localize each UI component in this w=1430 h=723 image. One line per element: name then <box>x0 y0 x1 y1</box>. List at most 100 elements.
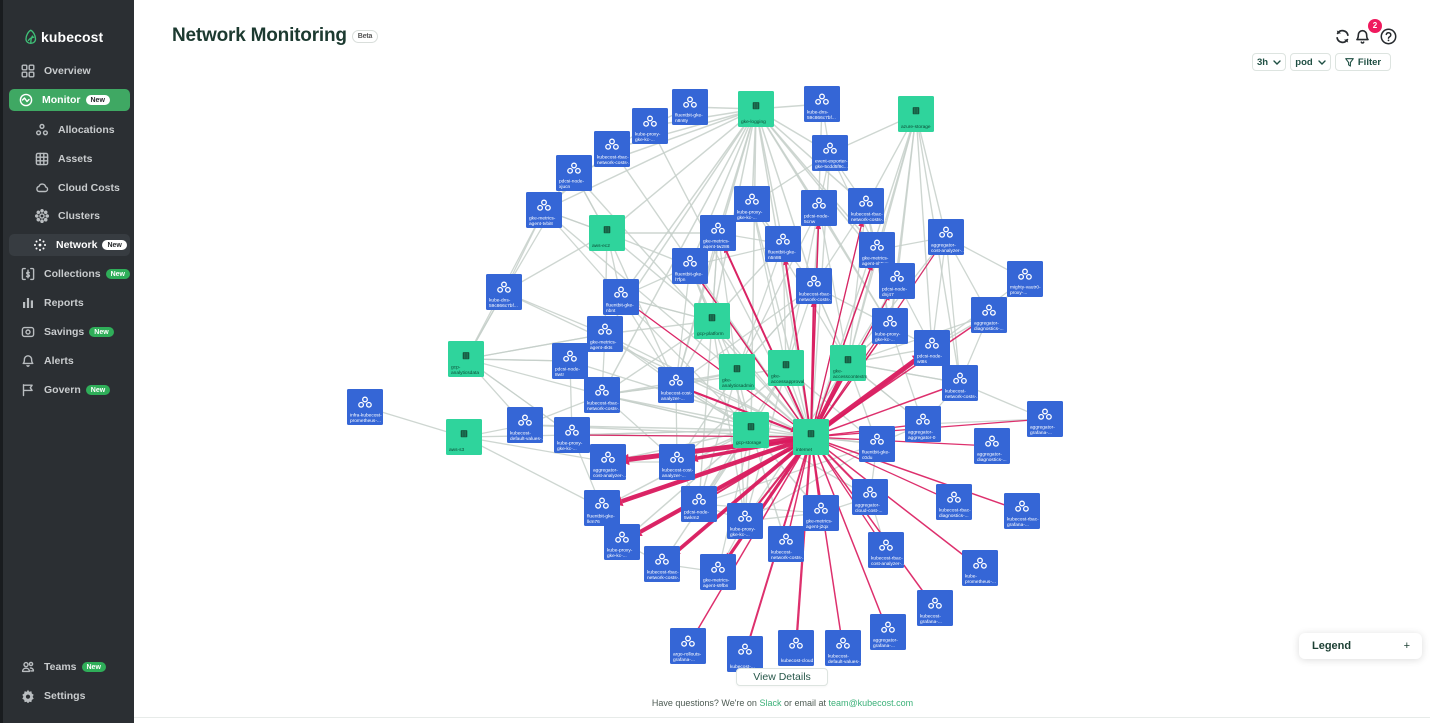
svg-text:gcp-: gcp- <box>451 366 461 371</box>
svg-text:accessapproval: accessapproval <box>771 379 804 385</box>
svg-text:aggregator-0: aggregator-0 <box>908 435 936 441</box>
svg-text:aggregator-: aggregator- <box>593 468 618 474</box>
svg-text:network-costs-...: network-costs-... <box>597 160 632 166</box>
svg-text:pdcsi-node-: pdcsi-node- <box>882 287 907 293</box>
svg-text:network-costs-...: network-costs-... <box>799 297 834 303</box>
svg-text:grafana-...: grafana-... <box>673 657 695 663</box>
svg-text:kubecost-rbac-: kubecost-rbac- <box>1007 517 1039 523</box>
svg-text:network-costs-...: network-costs-... <box>647 575 682 581</box>
svg-text:event-exporter-: event-exporter- <box>815 159 848 165</box>
svg-text:aws-ec2: aws-ec2 <box>592 243 610 249</box>
svg-text:agent-j2qx: agent-j2qx <box>806 524 829 530</box>
svg-text:azure-storage: azure-storage <box>901 124 931 130</box>
svg-text:default-values-...: default-values-... <box>510 436 545 442</box>
svg-text:gcp-platform: gcp-platform <box>697 331 724 337</box>
svg-text:kube-dns-: kube-dns- <box>807 110 829 116</box>
svg-text:internet: internet <box>796 447 813 453</box>
svg-text:59c866c7bf...: 59c866c7bf... <box>489 303 518 309</box>
svg-text:n8n8y: n8n8y <box>675 118 689 124</box>
svg-text:network-costs-...: network-costs-... <box>587 406 622 412</box>
svg-text:aggregator-: aggregator- <box>873 638 898 644</box>
svg-text:n5n86: n5n86 <box>768 255 782 261</box>
svg-text:fluentbit-gke-: fluentbit-gke- <box>768 250 796 256</box>
svg-text:analyticsadmin: analyticsadmin <box>722 383 754 389</box>
svg-text:gke-: gke- <box>833 369 843 375</box>
svg-text:kube-proxy-: kube-proxy- <box>730 527 756 533</box>
svg-text:kube-proxy-: kube-proxy- <box>557 441 583 447</box>
svg-text:gke-metrics-: gke-metrics- <box>862 256 889 262</box>
svg-text:agent-4kts: agent-4kts <box>590 345 613 351</box>
svg-text:gke-kc-...: gke-kc-... <box>730 532 750 538</box>
svg-text:kubecost-rbac-: kubecost-rbac- <box>647 570 679 576</box>
svg-text:wt8s: wt8s <box>917 359 927 365</box>
svg-text:argo-rollouts-: argo-rollouts- <box>673 652 702 658</box>
svg-text:dnj47: dnj47 <box>882 292 894 298</box>
svg-text:kubecost-rbac-: kubecost-rbac- <box>939 508 971 514</box>
svg-text:aggregator-: aggregator- <box>908 430 933 436</box>
svg-text:grafana-...: grafana-... <box>873 643 895 649</box>
svg-text:cloud-cost-...: cloud-cost-... <box>855 508 882 514</box>
svg-text:aggregator-: aggregator- <box>1030 425 1055 431</box>
svg-text:fluentbit-gke-: fluentbit-gke- <box>606 303 634 309</box>
svg-text:gke-metrics-: gke-metrics- <box>590 340 617 346</box>
svg-text:diagnostics-...: diagnostics-... <box>974 326 1004 332</box>
svg-text:kubecost-rbac-: kubecost-rbac- <box>799 292 831 298</box>
svg-text:grafana-...: grafana-... <box>1007 522 1029 528</box>
svg-text:diagnostics-...: diagnostics-... <box>977 457 1007 463</box>
svg-text:5wkm2: 5wkm2 <box>684 515 700 521</box>
svg-text:infra-kubecost-: infra-kubecost- <box>350 413 382 419</box>
svg-text:kubecost-: kubecost- <box>920 614 941 620</box>
svg-text:diagnostics-...: diagnostics-... <box>939 513 969 519</box>
svg-text:gke-kc-...: gke-kc-... <box>875 337 895 343</box>
svg-text:gke-metrics-: gke-metrics- <box>806 519 833 525</box>
svg-text:nbnt: nbnt <box>606 308 616 314</box>
svg-text:proxy-...: proxy-... <box>1010 290 1027 296</box>
svg-text:pdcsi-node-: pdcsi-node- <box>684 510 709 516</box>
svg-text:kubecost-rbac-: kubecost-rbac- <box>597 155 629 161</box>
svg-text:5cnw: 5cnw <box>804 219 816 225</box>
svg-text:aggregator-: aggregator- <box>855 503 880 509</box>
svg-text:pdcsi-node-: pdcsi-node- <box>804 214 829 220</box>
svg-text:fluentbit-gke-: fluentbit-gke- <box>587 514 615 520</box>
svg-text:grafana-...: grafana-... <box>1030 430 1052 436</box>
svg-text:pdcsi-node-: pdcsi-node- <box>555 367 580 373</box>
svg-text:network-costs-...: network-costs-... <box>771 555 806 561</box>
svg-text:8wtr: 8wtr <box>555 372 564 378</box>
svg-text:agent-s9fbn: agent-s9fbn <box>703 583 729 589</box>
svg-text:mighty-vautr0-: mighty-vautr0- <box>1010 285 1041 291</box>
svg-text:gke-metrics-: gke-metrics- <box>703 239 730 245</box>
svg-text:kube-dns-: kube-dns- <box>489 298 511 304</box>
svg-text:agent-nb5vx: agent-nb5vx <box>862 261 889 267</box>
svg-text:fluentbit-gke-: fluentbit-gke- <box>862 450 890 456</box>
svg-text:accesscontextm: accesscontextm <box>833 374 867 380</box>
svg-text:kube-proxy-: kube-proxy- <box>607 548 633 554</box>
svg-text:59c866c7bf...: 59c866c7bf... <box>807 115 836 121</box>
svg-text:gke-logging: gke-logging <box>741 119 766 125</box>
svg-text:gke-: gke- <box>771 374 781 380</box>
svg-text:kubecost-: kubecost- <box>945 389 966 395</box>
svg-text:kubecost-...: kubecost-... <box>730 664 755 670</box>
svg-text:network-costs-...: network-costs-... <box>945 394 980 400</box>
svg-text:network-costs-...: network-costs-... <box>851 217 886 223</box>
svg-text:pdcsi-node-: pdcsi-node- <box>559 179 584 185</box>
svg-text:kube-: kube- <box>965 574 977 580</box>
svg-text:gke-kc-...: gke-kc-... <box>607 553 627 559</box>
svg-text:l7fpn: l7fpn <box>675 277 686 283</box>
svg-text:aws-s3: aws-s3 <box>449 447 465 453</box>
svg-text:kubecost-rbac-: kubecost-rbac- <box>587 401 619 407</box>
svg-text:analyzer-...: analyzer-... <box>661 396 685 402</box>
svg-text:gke-metrics-: gke-metrics- <box>703 578 730 584</box>
svg-text:kubecost-: kubecost- <box>771 550 792 556</box>
svg-text:gke-kc-...: gke-kc-... <box>635 137 655 143</box>
svg-text:xjucn: xjucn <box>559 184 571 190</box>
svg-text:fluentbit-gke-: fluentbit-gke- <box>675 113 703 119</box>
svg-text:pdcsi-node-: pdcsi-node- <box>917 354 942 360</box>
svg-text:default-values-...: default-values-... <box>828 659 863 665</box>
svg-text:gke-metrics-: gke-metrics- <box>529 216 556 222</box>
svg-text:agent-tw286: agent-tw286 <box>703 244 730 250</box>
svg-text:kubecost-cost-: kubecost-cost- <box>662 468 694 474</box>
svg-text:cost-analyzer-...: cost-analyzer-... <box>931 248 965 254</box>
svg-text:gke-: gke- <box>722 378 732 384</box>
svg-text:prometheus-...: prometheus-... <box>965 579 996 585</box>
svg-text:gke-kc-...: gke-kc-... <box>737 215 757 221</box>
